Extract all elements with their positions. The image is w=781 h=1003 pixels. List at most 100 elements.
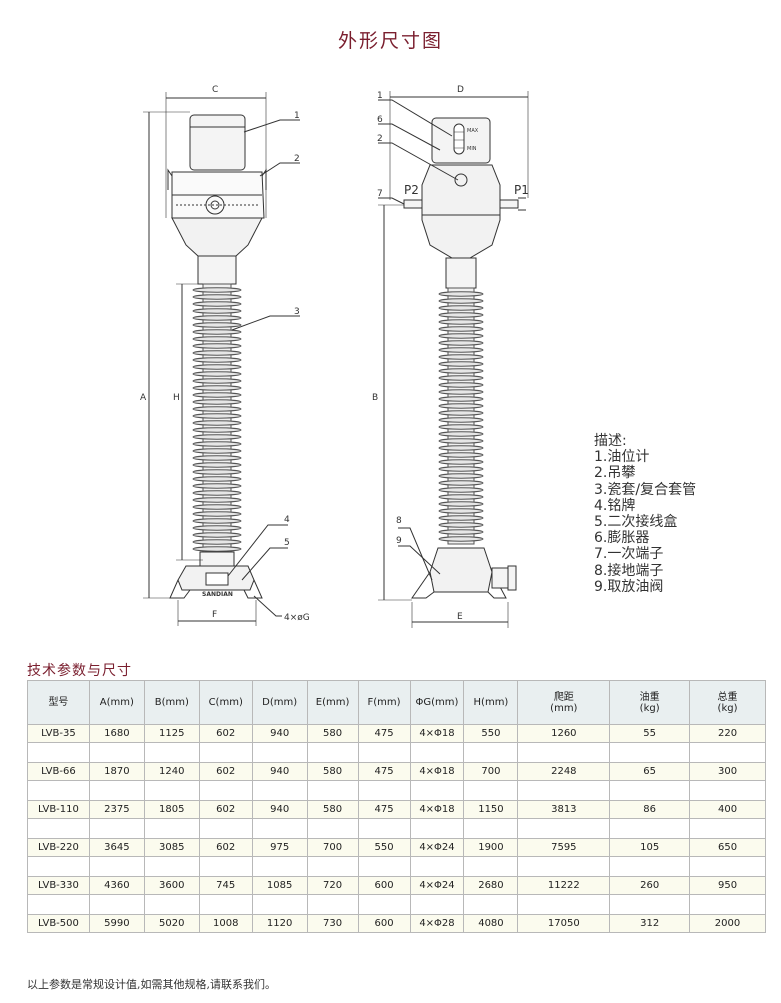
insulator-shed bbox=[192, 357, 242, 363]
insulator-shed bbox=[438, 319, 484, 325]
insulator-shed bbox=[192, 399, 242, 405]
spacer-cell bbox=[463, 780, 519, 801]
table-cell: 745 bbox=[198, 876, 253, 895]
legend-item: 9.取放油阀 bbox=[594, 578, 664, 595]
gauge-max-label: MAX bbox=[467, 128, 479, 134]
insulator-shed bbox=[192, 497, 242, 503]
table-cell: 975 bbox=[251, 838, 308, 857]
insulator-shed bbox=[438, 515, 484, 521]
table-cell: 11222 bbox=[517, 876, 611, 895]
table-cell: 1260 bbox=[517, 724, 611, 743]
spacer-cell bbox=[463, 742, 519, 763]
table-cell: 1120 bbox=[251, 914, 308, 933]
insulator-shed bbox=[192, 455, 242, 461]
callout-left-3: 3 bbox=[294, 307, 300, 317]
table-cell: 4×Φ24 bbox=[409, 838, 465, 857]
table-cell: 580 bbox=[306, 800, 359, 819]
insulator-shed bbox=[192, 322, 242, 328]
spacer-cell bbox=[306, 780, 359, 801]
spacer-cell bbox=[198, 818, 253, 839]
insulator-shed bbox=[192, 287, 242, 293]
spacer-cell bbox=[357, 856, 411, 877]
col-header: ΦG(mm) bbox=[409, 680, 465, 725]
spacer-cell bbox=[517, 780, 611, 801]
spacer-cell bbox=[609, 742, 691, 763]
insulator-shed bbox=[438, 333, 484, 339]
insulator-shed bbox=[438, 291, 484, 297]
spacer-cell bbox=[609, 818, 691, 839]
insulator-shed bbox=[192, 476, 242, 482]
table-cell: 720 bbox=[306, 876, 359, 895]
page-title: 外形尺寸图 bbox=[337, 30, 443, 52]
spacer-cell bbox=[88, 742, 145, 763]
table-cell: 2375 bbox=[88, 800, 145, 819]
spacer-cell bbox=[88, 780, 145, 801]
insulator-shed bbox=[192, 420, 242, 426]
spacer-cell bbox=[463, 818, 519, 839]
lifting-ring bbox=[454, 173, 468, 187]
lifting-eye bbox=[205, 195, 225, 215]
insulator-sheds bbox=[192, 283, 242, 553]
secondary-box bbox=[491, 567, 509, 589]
spacer-cell bbox=[409, 742, 465, 763]
insulator-shed bbox=[438, 536, 484, 542]
spacer-cell bbox=[251, 742, 308, 763]
table-cell: 950 bbox=[689, 876, 766, 895]
table-cell: 1240 bbox=[143, 762, 200, 781]
insulator-shed bbox=[438, 452, 484, 458]
legend-item: 6.膨胀器 bbox=[594, 530, 650, 547]
insulator-shed bbox=[192, 329, 242, 335]
insulator-shed bbox=[192, 385, 242, 391]
table-cell: 940 bbox=[251, 800, 308, 819]
table-cell: 550 bbox=[357, 838, 411, 857]
spacer-cell bbox=[306, 818, 359, 839]
nameplate bbox=[205, 572, 229, 586]
p1-terminal bbox=[499, 199, 519, 209]
insulator-shed bbox=[438, 459, 484, 465]
spacer-cell bbox=[251, 894, 308, 915]
table-cell: 4×Φ24 bbox=[409, 876, 465, 895]
table-cell: 475 bbox=[357, 800, 411, 819]
table-cell: 5020 bbox=[143, 914, 200, 933]
callout-right-7: 7 bbox=[377, 189, 383, 199]
callout-right-2: 2 bbox=[377, 134, 383, 144]
table-cell: 5990 bbox=[88, 914, 145, 933]
table-cell: 730 bbox=[306, 914, 359, 933]
head-body bbox=[421, 164, 501, 259]
insulator-shed bbox=[192, 427, 242, 433]
callout-right-9: 9 bbox=[396, 536, 402, 546]
insulator-shed bbox=[438, 508, 484, 514]
table-cell: 312 bbox=[609, 914, 691, 933]
spacer-cell bbox=[609, 856, 691, 877]
col-header: 油重(kg) bbox=[609, 680, 691, 725]
spacer-cell bbox=[27, 818, 90, 839]
insulator-shed bbox=[438, 305, 484, 311]
spacer-cell bbox=[689, 856, 766, 877]
dim-e-label: E bbox=[457, 612, 463, 622]
insulator-shed bbox=[438, 382, 484, 388]
table-cell: 550 bbox=[463, 724, 519, 743]
legend-item: 4.铭牌 bbox=[594, 497, 636, 514]
spacer-cell bbox=[689, 742, 766, 763]
table-cell: 4×Φ18 bbox=[409, 762, 465, 781]
spacer-cell bbox=[357, 894, 411, 915]
table-cell: 3645 bbox=[88, 838, 145, 857]
insulator-shed bbox=[438, 326, 484, 332]
component-legend: 描述: 1.油位计 2.吊攀 3.瓷套/复合套管 4.铭牌 5.二次接线盒 6.… bbox=[594, 433, 696, 595]
table-cell: 4080 bbox=[463, 914, 519, 933]
dim-d-label: D bbox=[457, 85, 464, 95]
spacer-cell bbox=[306, 856, 359, 877]
spacer-cell bbox=[357, 780, 411, 801]
table-cell: 300 bbox=[689, 762, 766, 781]
insulator-shed bbox=[192, 469, 242, 475]
table-cell: 580 bbox=[306, 762, 359, 781]
col-header-line2: (kg) bbox=[717, 702, 738, 714]
spacer-row bbox=[27, 780, 766, 801]
col-header: 总重(kg) bbox=[689, 680, 766, 725]
spacer-cell bbox=[27, 856, 90, 877]
spacer-cell bbox=[409, 780, 465, 801]
spacer-cell bbox=[463, 856, 519, 877]
spacer-cell bbox=[143, 780, 200, 801]
spacer-cell bbox=[517, 818, 611, 839]
